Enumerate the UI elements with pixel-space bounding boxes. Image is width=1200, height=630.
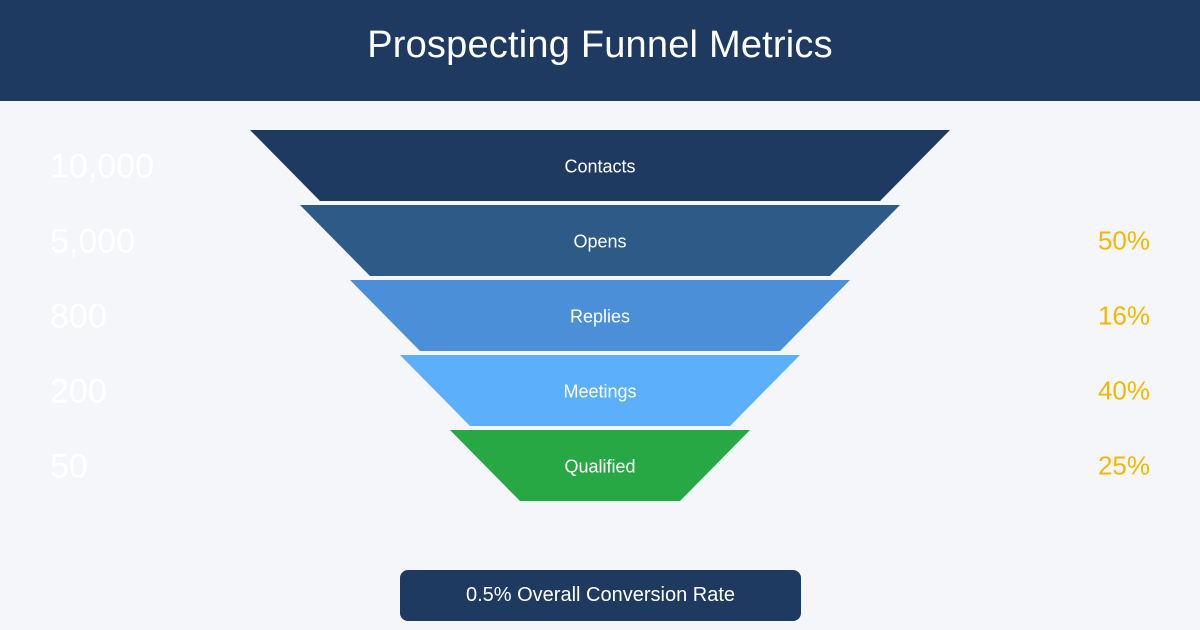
funnel-stage-conversion: 16% — [1098, 301, 1150, 331]
funnel-stage-label: Opens — [573, 232, 626, 252]
page-title: Prospecting Funnel Metrics — [367, 24, 833, 66]
funnel-stage-conversion: 25% — [1098, 451, 1150, 481]
funnel-stage-qualified — [450, 430, 750, 501]
funnel-stage-value: 5,000 — [50, 223, 135, 261]
header-bar: Prospecting Funnel Metrics — [0, 0, 1200, 101]
funnel-stage-label: Replies — [570, 307, 630, 327]
funnel-stage-conversion: 50% — [1098, 226, 1150, 256]
funnel-stage-contacts — [250, 130, 950, 201]
funnel-stage-value: 50 — [50, 448, 88, 486]
funnel-stage-label: Meetings — [563, 382, 636, 402]
overall-conversion-label: 0.5% Overall Conversion Rate — [465, 584, 735, 606]
funnel-stage-label: Qualified — [564, 457, 635, 477]
funnel-stage-conversion: 40% — [1098, 376, 1150, 406]
funnel-stage-replies — [350, 280, 850, 351]
funnel-stage-value: 10,000 — [50, 148, 154, 186]
funnel-stage-value: 800 — [50, 298, 107, 336]
funnel-stage-value: 200 — [50, 373, 107, 411]
funnel-stage-label: Contacts — [564, 157, 635, 177]
overall-conversion-badge: 0.5% Overall Conversion Rate — [400, 570, 801, 621]
funnel-stage-meetings — [400, 355, 800, 426]
funnel-stage-opens — [300, 205, 900, 276]
